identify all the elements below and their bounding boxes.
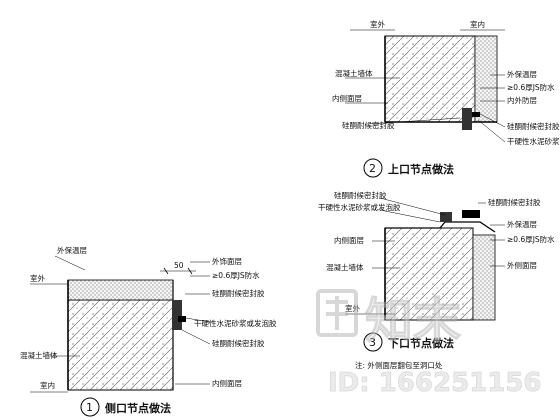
left-callout-sealant-top: 硅酮耐候密封胶 bbox=[212, 288, 265, 298]
left-dimension: 50 bbox=[160, 261, 196, 275]
left-label-inside: 室内 bbox=[40, 380, 55, 390]
right-callout-concrete: 混凝土墙体 bbox=[326, 262, 364, 272]
right-callout-inner-face: 内侧面层 bbox=[334, 235, 364, 245]
left-callout-sealant-bottom: 硅酮耐候密封胶 bbox=[212, 338, 265, 348]
right-window-frame bbox=[440, 212, 452, 222]
right-title-circle bbox=[363, 332, 383, 352]
left-insulation-layer bbox=[67, 279, 174, 301]
left-title: 侧口节点做法 bbox=[105, 401, 171, 415]
top-label-outside: 室外 bbox=[370, 19, 385, 29]
detail-top-upper-opening: 室外 室内 混凝土墙体 内侧面层 硅酮耐候密封胶 外保温层 ≥0.6厚JS防水 bbox=[332, 19, 560, 178]
left-callouts-right: 外饰面层 ≥0.6厚JS防水 硅酮耐候密封胶 干硬性水泥砂浆或发泡胶 硅酮耐候密… bbox=[175, 256, 277, 388]
watermark-logo: 知末 bbox=[365, 293, 461, 349]
left-dimension-value: 50 bbox=[174, 261, 184, 270]
top-callout-inner-face: 内侧面层 bbox=[332, 93, 362, 103]
top-callouts-left: 混凝土墙体 内侧面层 硅酮耐候密封胶 bbox=[332, 68, 461, 130]
left-callout-concrete: 混凝土墙体 bbox=[20, 350, 58, 360]
left-callout-insulation: 外保温层 bbox=[57, 245, 87, 255]
top-title-circle bbox=[363, 158, 383, 178]
left-callouts-left: 外保温层 室外 混凝土墙体 室内 bbox=[20, 245, 87, 393]
top-callout-concrete: 混凝土墙体 bbox=[335, 68, 373, 78]
top-callout-sealant: 硅酮耐候密封胶 bbox=[507, 121, 560, 131]
left-title-circle bbox=[80, 397, 100, 417]
right-title: 下口节点做法 bbox=[388, 336, 454, 350]
right-note: 注: 外侧面层翻包至洞口处 bbox=[355, 360, 443, 370]
right-title-number: 3 bbox=[369, 336, 376, 349]
detail-right-lower-opening: 硅酮耐候密封胶 干硬性水泥砂浆或发泡胶 内侧面层 混凝土墙体 硅酮耐候密封胶 外… bbox=[318, 190, 555, 370]
left-callout-outer-finish: 外饰面层 bbox=[212, 256, 242, 266]
top-title: 上口节点做法 bbox=[388, 162, 454, 176]
right-label-outdoor: 室外 bbox=[345, 303, 360, 313]
right-callout-sealant-right: 硅酮耐候密封胶 bbox=[488, 197, 541, 207]
top-window-frame bbox=[462, 108, 472, 130]
right-callout-sealant-left: 硅酮耐候密封胶 bbox=[334, 190, 387, 200]
right-concrete-wall bbox=[384, 227, 474, 321]
detail-left-side-opening: 50 外保温层 室外 混凝土墙体 室内 外饰面层 ≥0.6厚JS防水 硅酮耐候密… bbox=[20, 245, 277, 417]
left-title-number: 1 bbox=[86, 401, 93, 414]
top-title-number: 2 bbox=[369, 162, 376, 175]
top-callout-js-waterproof: ≥0.6厚JS防水 bbox=[507, 82, 555, 92]
top-callouts-right: 外保温层 ≥0.6厚JS防水 内外防层 硅酮耐候密封胶 干硬性水泥砂浆或发泡胶 bbox=[477, 69, 560, 146]
top-insulation-layer bbox=[474, 35, 498, 123]
left-callout-mortar: 干硬性水泥砂浆或发泡胶 bbox=[194, 318, 277, 328]
left-window-frame bbox=[172, 300, 182, 330]
top-concrete-wall bbox=[384, 35, 476, 123]
left-callout-inner-face: 内侧面层 bbox=[212, 378, 242, 388]
left-label-outside: 室外 bbox=[30, 273, 45, 283]
right-callout-js-waterproof: ≥0.6厚JS防水 bbox=[507, 234, 555, 244]
right-callouts-left: 硅酮耐候密封胶 干硬性水泥砂浆或发泡胶 内侧面层 混凝土墙体 bbox=[318, 190, 446, 272]
watermark-logo-mark bbox=[316, 289, 358, 337]
right-insulation-layer bbox=[472, 234, 496, 321]
watermark: 知末 ID: 166251156 bbox=[316, 289, 542, 398]
top-callout-insulation: 外保温层 bbox=[507, 69, 537, 79]
top-label-inside: 室内 bbox=[470, 19, 485, 29]
right-callout-insulation: 外保温层 bbox=[507, 219, 537, 229]
top-callout-outer-layer: 内外防层 bbox=[507, 95, 537, 105]
left-concrete-wall bbox=[67, 299, 174, 391]
right-callouts-right: 硅酮耐候密封胶 外保温层 ≥0.6厚JS防水 外侧面层 bbox=[478, 197, 555, 270]
right-callout-mortar: 干硬性水泥砂浆或发泡胶 bbox=[318, 202, 401, 212]
top-callout-sealant: 硅酮耐候密封胶 bbox=[342, 120, 395, 130]
right-callout-outer-face: 外侧面层 bbox=[507, 260, 537, 270]
watermark-id: ID: 166251156 bbox=[328, 368, 542, 398]
top-callout-mortar: 干硬性水泥砂浆或发泡胶 bbox=[507, 136, 560, 146]
left-callout-js-waterproof: ≥0.6厚JS防水 bbox=[212, 270, 260, 280]
